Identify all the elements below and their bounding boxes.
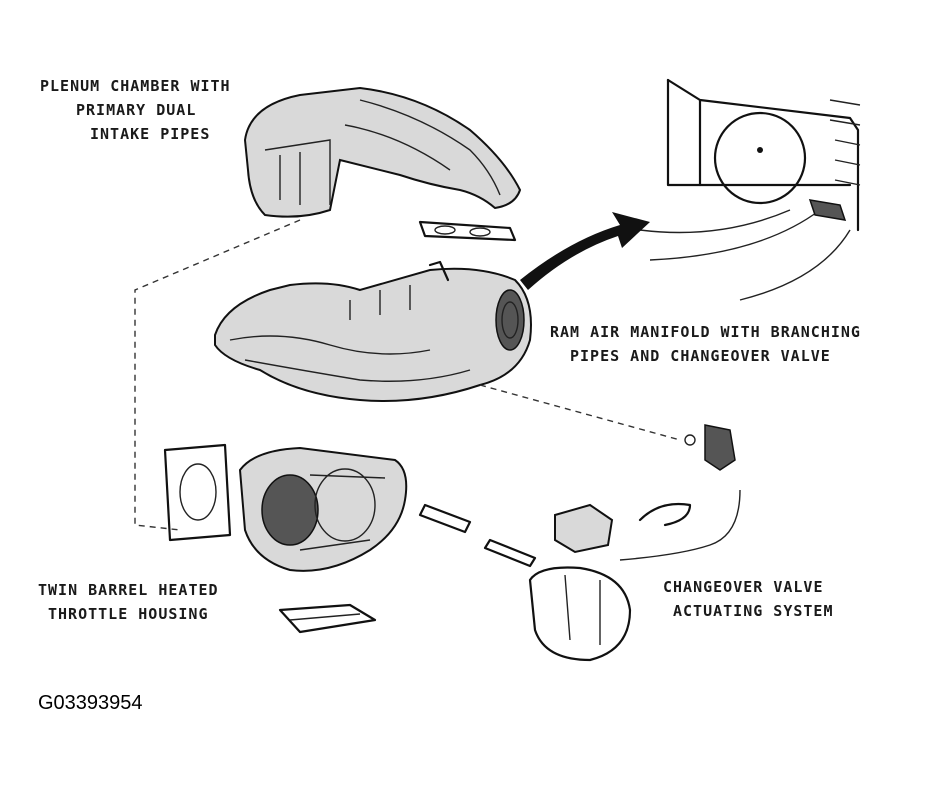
- label-throttle-line-1: TWIN BARREL HEATED: [38, 581, 219, 599]
- label-ram-air-line-1: RAM AIR MANIFOLD WITH BRANCHING: [550, 323, 861, 341]
- label-plenum-line-3: INTAKE PIPES: [90, 125, 211, 143]
- figure-id: G03393954: [38, 692, 143, 714]
- label-throttle-housing: TWIN BARREL HEATED THROTTLE HOUSING: [38, 578, 219, 626]
- plenum-chamber: [243, 86, 522, 218]
- changeover-valve-detail: [639, 78, 861, 301]
- detail-arrow: [520, 212, 650, 290]
- ram-air-manifold: [214, 260, 532, 402]
- changeover-actuator: [528, 424, 741, 662]
- label-plenum-line-1: PLENUM CHAMBER WITH: [40, 77, 231, 95]
- label-plenum-chamber: PLENUM CHAMBER WITH PRIMARY DUAL INTAKE …: [40, 74, 231, 146]
- label-changeover-line-2: ACTUATING SYSTEM: [673, 602, 834, 620]
- label-ram-air-line-2: PIPES AND CHANGEOVER VALVE: [570, 347, 831, 365]
- guide-line-actuator: [479, 384, 681, 441]
- label-ram-air-manifold: RAM AIR MANIFOLD WITH BRANCHING PIPES AN…: [550, 320, 861, 368]
- label-changeover-line-1: CHANGEOVER VALVE: [663, 578, 824, 596]
- label-changeover-actuator: CHANGEOVER VALVE ACTUATING SYSTEM: [663, 575, 834, 623]
- gasket: [418, 220, 517, 242]
- label-throttle-line-2: THROTTLE HOUSING: [48, 605, 209, 623]
- label-plenum-line-2: PRIMARY DUAL: [76, 101, 197, 119]
- guide-line-throttle: [134, 219, 301, 531]
- throttle-housing: [163, 443, 537, 634]
